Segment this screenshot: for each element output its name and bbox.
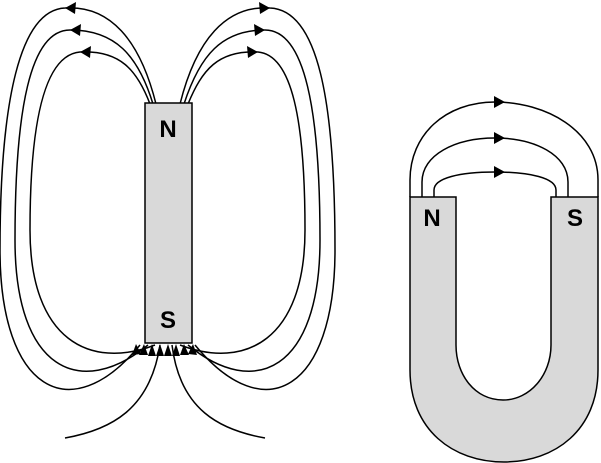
arrow-into-s-7 bbox=[180, 344, 189, 355]
arrow-left-inner bbox=[80, 46, 91, 58]
horseshoe-arrow-inner bbox=[494, 166, 505, 178]
arrow-into-s-3 bbox=[148, 344, 156, 356]
horseshoe-magnet-group: N S bbox=[409, 96, 599, 463]
field-line-left-middle bbox=[14, 29, 154, 372]
field-line-right-inner bbox=[179, 51, 306, 354]
field-line-right-middle bbox=[183, 29, 321, 372]
arrow-into-s-5 bbox=[164, 344, 172, 356]
arrow-into-s-8 bbox=[188, 344, 197, 355]
bar-magnet-bottom-arrows bbox=[132, 344, 197, 356]
bar-magnet-field-lines bbox=[0, 7, 336, 439]
horseshoe-arrows bbox=[494, 96, 505, 178]
bar-magnet-top-arrows bbox=[65, 2, 270, 58]
horseshoe-arrow-outer bbox=[494, 96, 505, 108]
bar-magnet-south-label: S bbox=[160, 307, 176, 334]
field-line-right-outer bbox=[179, 7, 336, 391]
horseshoe-field-lines bbox=[409, 101, 599, 197]
field-line-bottom-right bbox=[171, 344, 266, 439]
arrow-right-middle bbox=[254, 24, 265, 36]
field-line-left-outer bbox=[0, 7, 157, 391]
arrow-left-middle bbox=[70, 24, 81, 36]
bar-magnet-group: N S bbox=[0, 2, 336, 439]
arrow-into-s-4 bbox=[156, 344, 164, 356]
field-line-bottom-left bbox=[64, 344, 161, 439]
arrow-into-s-6 bbox=[172, 344, 180, 356]
bar-magnet-body bbox=[144, 102, 193, 344]
horseshoe-south-label: S bbox=[567, 205, 583, 232]
arrow-right-outer bbox=[259, 2, 270, 14]
arrow-left-outer bbox=[65, 2, 76, 14]
field-line-left-inner bbox=[29, 51, 156, 354]
horseshoe-north-label: N bbox=[423, 205, 440, 232]
horseshoe-magnet-body bbox=[409, 196, 599, 463]
arrow-into-s-2 bbox=[139, 344, 148, 355]
horseshoe-arrow-middle bbox=[494, 132, 505, 144]
arrow-right-inner bbox=[247, 46, 258, 58]
arrow-into-s-1 bbox=[132, 344, 141, 355]
bar-magnet-north-label: N bbox=[159, 116, 176, 143]
